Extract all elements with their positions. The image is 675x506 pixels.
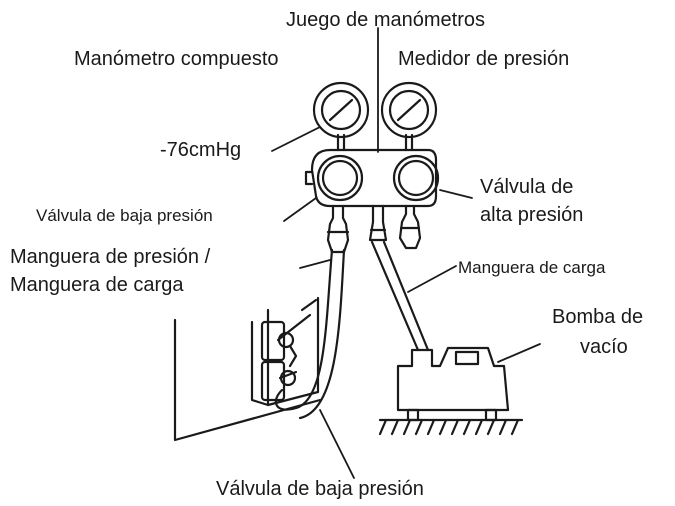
vacuum-pump-label-line2: vacío	[580, 336, 628, 358]
pressure-gauge	[380, 81, 438, 139]
high-valve-label-line1: Válvula de	[480, 176, 574, 198]
manifold-set-label: Juego de manómetros	[286, 9, 486, 31]
ground-hatch	[378, 418, 524, 436]
vacuum-pump	[396, 346, 510, 422]
high-pressure-knob	[392, 154, 440, 202]
center-fitting	[368, 204, 388, 242]
manifold-low-valve-label: Válvula de baja presión	[36, 206, 213, 225]
charge-hose	[370, 240, 430, 352]
left-fitting	[326, 204, 350, 254]
high-valve-label-line2: alta presión	[480, 204, 584, 226]
pressure-gauge-label: Medidor de presión	[398, 48, 570, 70]
vacuum-pump-label-line1: Bomba de	[552, 306, 644, 328]
compound-gauge	[312, 81, 370, 139]
compound-gauge-label: Manómetro compuesto	[74, 48, 279, 70]
service-valve-panel	[250, 296, 320, 407]
service-low-valve-label: Válvula de baja presión	[216, 478, 424, 500]
vacuum-reading-label: -76cmHg	[160, 139, 242, 161]
wall-outline	[173, 318, 322, 442]
low-pressure-knob	[316, 154, 364, 202]
pressure-hose-label-line1: Manguera de presión /	[10, 246, 211, 268]
leader-lines	[271, 27, 541, 479]
charge-hose-label: Manguera de carga	[458, 258, 606, 277]
manifold-body	[310, 148, 438, 208]
right-fitting	[398, 204, 422, 250]
pressure-hose-label-line2: Manguera de carga	[10, 274, 184, 296]
pressure-hose	[274, 248, 346, 420]
